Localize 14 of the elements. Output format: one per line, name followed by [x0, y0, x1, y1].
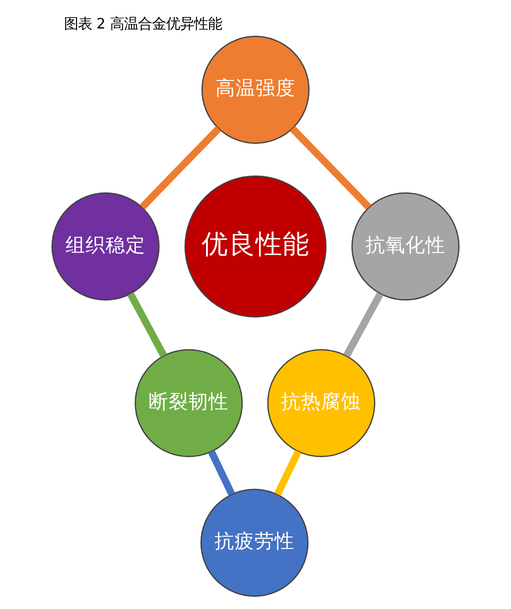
node-circle: 高温强度	[201, 36, 310, 144]
connector	[343, 292, 384, 358]
connector	[127, 292, 167, 358]
node-circle: 断裂韧性	[134, 349, 243, 458]
connector	[140, 126, 222, 210]
node-circle: 抗热腐蚀	[267, 349, 376, 458]
node-circle: 优良性能	[184, 175, 326, 318]
node-circle: 抗氧化性	[351, 192, 460, 300]
connector	[274, 450, 302, 496]
connector	[208, 450, 236, 496]
node-circle: 抗疲劳性	[200, 488, 308, 597]
diagram-title: 图表 2 高温合金优异性能	[64, 16, 222, 32]
connector	[290, 126, 372, 210]
node-circle: 组织稳定	[52, 192, 160, 300]
